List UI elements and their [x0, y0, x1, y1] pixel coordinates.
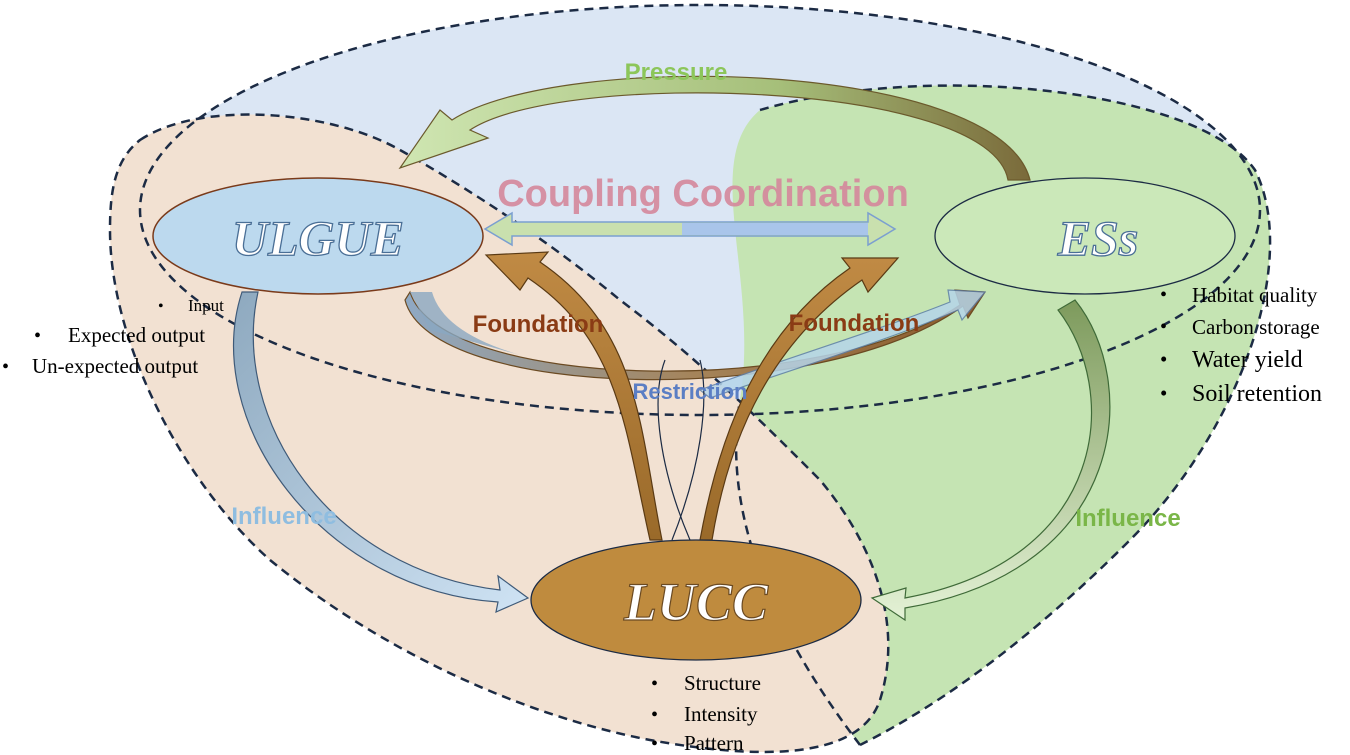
restriction-loops: [484, 251, 900, 541]
ulgue-item: Input: [188, 296, 224, 315]
ulgue-item-bullet: •: [2, 356, 9, 378]
ess-node: ESs: [934, 177, 1236, 295]
lucc-item-bullet: •: [651, 704, 658, 726]
ess-item-bullet: •: [1160, 347, 1167, 371]
lucc-item-bullet: •: [651, 733, 658, 755]
coupling-coordination-label: Coupling Coordination: [497, 173, 909, 215]
ess-item-bullet: •: [1160, 381, 1167, 405]
pressure-label: Pressure: [625, 59, 728, 86]
ess-item: Soil retention: [1192, 381, 1322, 407]
influence-arrow-left: [233, 291, 530, 614]
ulgue-label: ULGUE: [232, 210, 404, 266]
foundation-label-left: Foundation: [473, 311, 604, 338]
ulgue-item: Expected output: [68, 323, 205, 347]
lucc-label: LUCC: [623, 572, 769, 632]
ess-item-list: • Habitat quality • Carbon storage • Wat…: [1160, 283, 1322, 407]
ess-item-bullet: •: [1160, 284, 1167, 306]
lucc-node: LUCC: [530, 539, 862, 661]
influence-label-left: Influence: [231, 503, 336, 530]
lucc-item: Pattern: [684, 731, 744, 755]
ess-label: ESs: [1057, 210, 1139, 266]
ess-item: Habitat quality: [1192, 283, 1318, 307]
lucc-item-bullet: •: [651, 673, 658, 695]
ulgue-item-list: • Input • Expected output • Un-expected …: [2, 296, 224, 378]
ess-item: Carbon storage: [1192, 315, 1320, 339]
foundation-arrow-left: [404, 289, 987, 381]
influence-arrow-right: [870, 299, 1111, 622]
ulgue-item-bullet: •: [34, 325, 41, 347]
ess-item-bullet: •: [1160, 316, 1167, 338]
lucc-item: Structure: [684, 671, 761, 695]
ulgue-node: ULGUE: [152, 177, 484, 295]
ulgue-item: Un-expected output: [32, 354, 198, 378]
lucc-item: Intensity: [684, 702, 758, 726]
foundation-label-right: Foundation: [789, 310, 920, 337]
ulgue-item-bullet: •: [158, 298, 164, 315]
pressure-arrow: [398, 75, 1031, 181]
lucc-item-list: • Structure • Intensity • Pattern: [651, 671, 761, 755]
coupling-arrow: [483, 211, 897, 247]
restriction-label: Restriction: [633, 379, 748, 404]
influence-label-right: Influence: [1075, 505, 1180, 532]
ess-item: Water yield: [1192, 347, 1303, 373]
